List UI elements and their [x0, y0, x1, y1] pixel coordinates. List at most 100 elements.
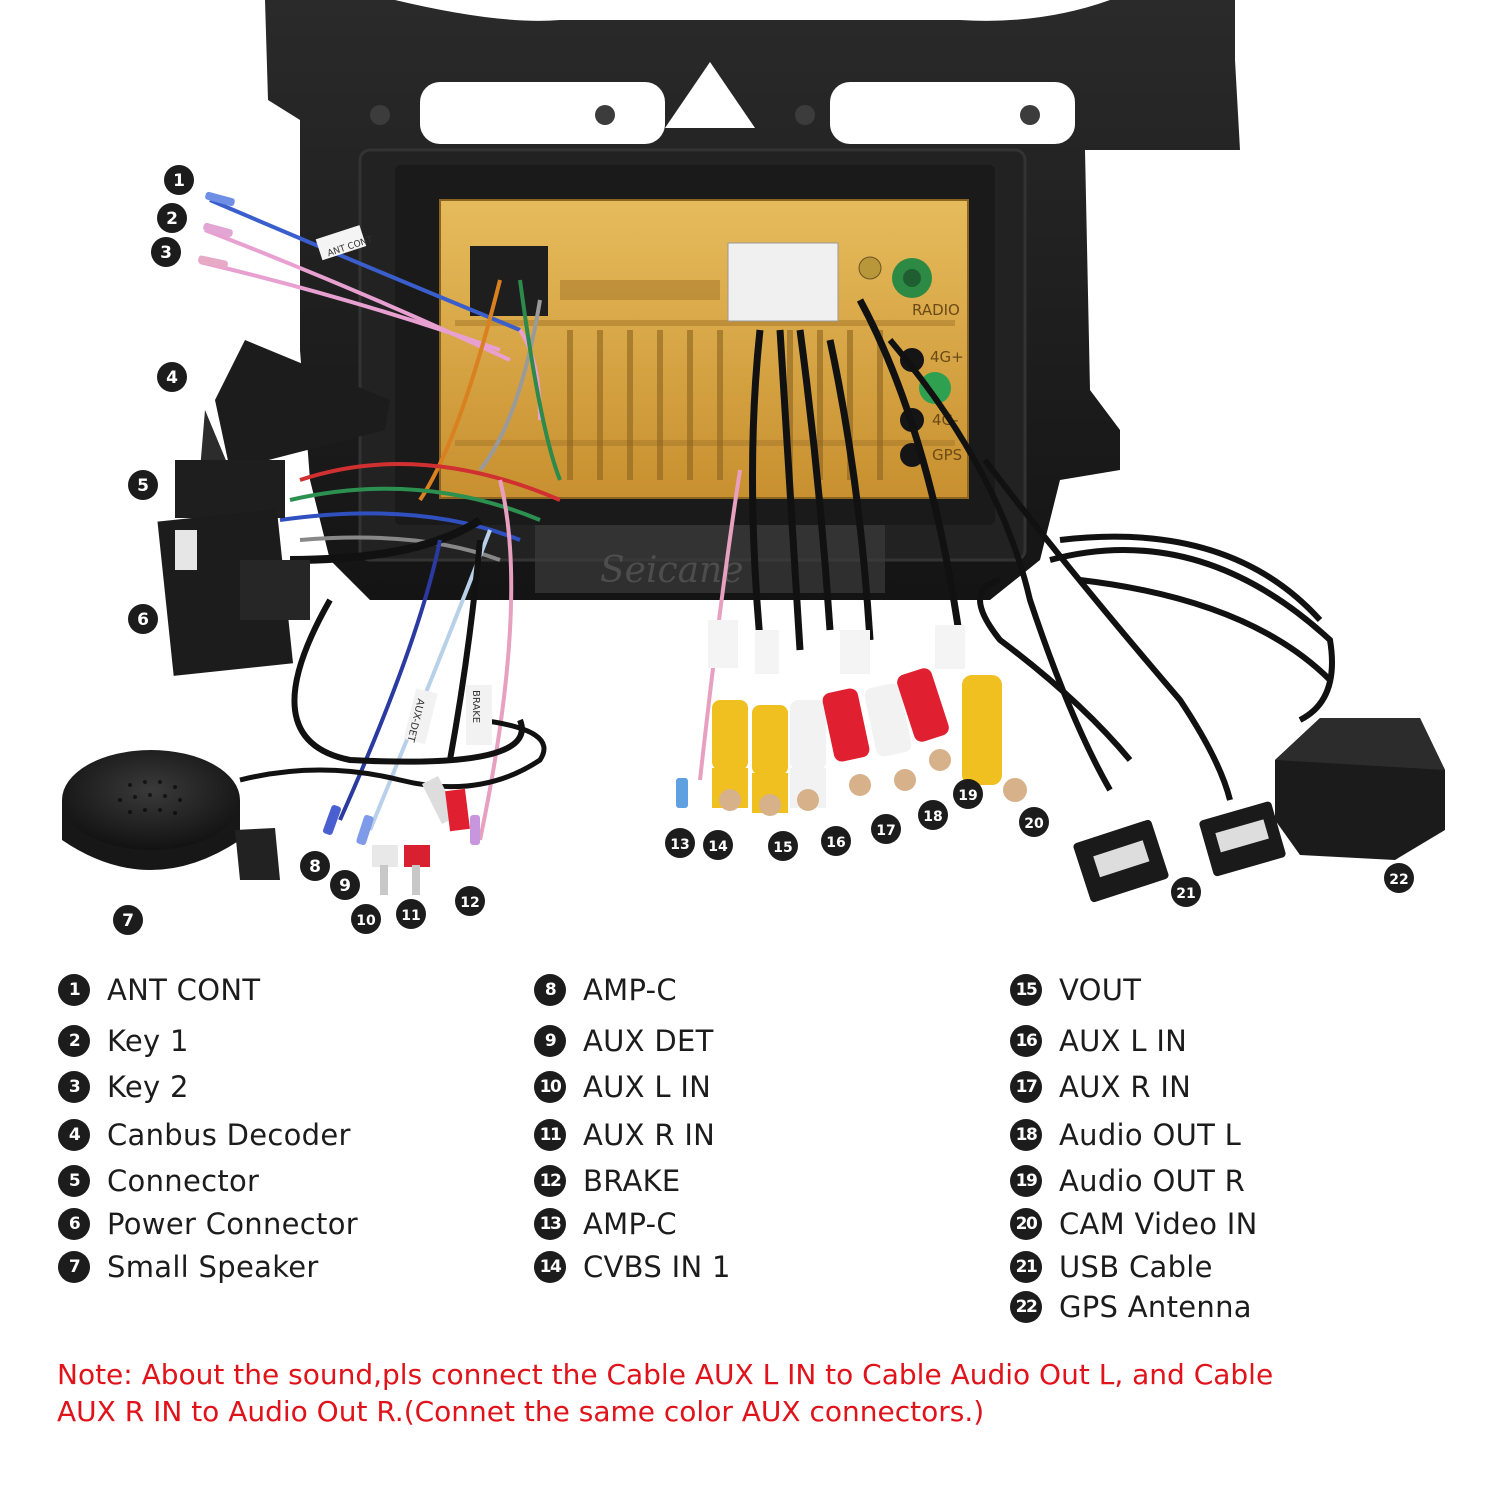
- legend-label: AUX DET: [583, 1024, 714, 1058]
- legend-label: CVBS IN 1: [583, 1250, 731, 1284]
- callout-18: 18: [918, 800, 948, 830]
- svg-text:3: 3: [160, 243, 172, 263]
- legend-item: 16 AUX L IN: [1010, 1024, 1187, 1058]
- wiring-diagram: Seicane RADIO 4G+ 4G- GPS: [62, 0, 1445, 935]
- svg-text:14: 14: [708, 839, 728, 855]
- callout-21: 21: [1171, 877, 1201, 907]
- legend-label: AUX L IN: [1059, 1024, 1188, 1058]
- port-4g-plus-label: 4G+: [930, 348, 964, 366]
- legend-number: 19: [1010, 1165, 1042, 1197]
- legend-label: AUX R IN: [1059, 1070, 1192, 1104]
- rca-left: [372, 775, 470, 895]
- head-unit-housing: RADIO 4G+ 4G- GPS: [439, 199, 969, 499]
- callout-20: 20: [1019, 807, 1049, 837]
- legend-label: Canbus Decoder: [107, 1118, 351, 1152]
- svg-text:19: 19: [958, 788, 977, 804]
- legend-number: 14: [534, 1251, 566, 1283]
- legend-item: 18 Audio OUT L: [1010, 1118, 1241, 1152]
- legend-item: 22 GPS Antenna: [1010, 1290, 1252, 1324]
- legend-item: 14 CVBS IN 1: [534, 1250, 731, 1284]
- legend-label: Power Connector: [107, 1207, 358, 1241]
- legend-label: CAM Video IN: [1059, 1207, 1258, 1241]
- legend-label: USB Cable: [1059, 1250, 1213, 1284]
- legend-number: 16: [1010, 1025, 1042, 1057]
- small-speaker: [62, 750, 280, 880]
- callout-8: 8: [300, 851, 330, 881]
- legend-item: 6 Power Connector: [58, 1207, 358, 1241]
- note-line-2: AUX R IN to Audio Out R.(Connet the same…: [57, 1395, 985, 1428]
- legend-item: 13 AMP-C: [534, 1207, 677, 1241]
- svg-text:16: 16: [826, 835, 845, 851]
- callout-2: 2: [157, 203, 187, 233]
- svg-text:13: 13: [670, 837, 689, 853]
- legend-item: 8 AMP-C: [534, 973, 677, 1007]
- legend-item: 21 USB Cable: [1010, 1250, 1213, 1284]
- wire-harness: [199, 198, 562, 841]
- legend-item: 1 ANT CONT: [58, 973, 260, 1007]
- legend-number: 20: [1010, 1208, 1042, 1240]
- legend-number: 9: [534, 1025, 566, 1057]
- legend-number: 3: [58, 1071, 90, 1103]
- usb-gps-cables: [887, 338, 1335, 801]
- legend-item: 19 Audio OUT R: [1010, 1164, 1245, 1198]
- callout-19: 19: [953, 779, 983, 809]
- legend-number: 8: [534, 974, 566, 1006]
- legend-label: Key 1: [107, 1024, 189, 1058]
- svg-text:20: 20: [1024, 816, 1044, 832]
- legend-number: 15: [1010, 974, 1042, 1006]
- callout-5: 5: [128, 470, 158, 500]
- rca-plugs: [712, 668, 1027, 816]
- legend-item: 17 AUX R IN: [1010, 1070, 1191, 1104]
- callout-4: 4: [157, 362, 187, 392]
- legend-item: 15 VOUT: [1010, 973, 1141, 1007]
- legend-number: 7: [58, 1251, 90, 1283]
- legend-item: 20 CAM Video IN: [1010, 1207, 1258, 1241]
- legend-item: 5 Connector: [58, 1164, 259, 1198]
- port-radio-label: RADIO: [912, 301, 960, 319]
- callout-1: 1: [164, 165, 194, 195]
- legend-item: 4 Canbus Decoder: [58, 1118, 351, 1152]
- callout-12: 12: [455, 886, 485, 916]
- svg-text:1: 1: [173, 171, 185, 191]
- callout-9: 9: [330, 870, 360, 900]
- legend-label: VOUT: [1059, 973, 1142, 1007]
- legend-number: 1: [58, 974, 90, 1006]
- legend-label: Connector: [107, 1164, 260, 1198]
- svg-text:4: 4: [166, 368, 178, 388]
- svg-text:18: 18: [923, 809, 942, 825]
- svg-text:8: 8: [309, 857, 321, 877]
- brand-watermark: Seicane: [600, 550, 744, 591]
- svg-text:11: 11: [401, 908, 420, 924]
- callout-16: 16: [821, 826, 851, 856]
- legend-label: AMP-C: [583, 973, 677, 1007]
- svg-text:21: 21: [1176, 886, 1195, 902]
- svg-text:17: 17: [876, 823, 895, 839]
- svg-text:6: 6: [137, 610, 149, 630]
- legend-number: 13: [534, 1208, 566, 1240]
- sound-connection-note: Note: About the sound,pls connect the Ca…: [57, 1356, 1457, 1430]
- legend-number: 11: [534, 1119, 566, 1151]
- legend-number: 2: [58, 1025, 90, 1057]
- callout-14: 14: [703, 830, 733, 860]
- legend-number: 18: [1010, 1119, 1042, 1151]
- legend-label: ANT CONT: [107, 973, 261, 1007]
- legend-number: 10: [534, 1071, 566, 1103]
- svg-text:9: 9: [339, 876, 351, 896]
- legend-number: 21: [1010, 1251, 1042, 1283]
- svg-text:12: 12: [460, 895, 479, 911]
- legend-label: Audio OUT R: [1059, 1164, 1246, 1198]
- legend-label: BRAKE: [583, 1164, 681, 1198]
- wire-tips: ANT CONT AUX-DET BRAKE: [198, 191, 492, 846]
- callout-3: 3: [151, 237, 181, 267]
- legend-label: AUX R IN: [583, 1118, 716, 1152]
- callout-22: 22: [1384, 863, 1414, 893]
- legend-number: 6: [58, 1208, 90, 1240]
- note-line-1: Note: About the sound,pls connect the Ca…: [57, 1358, 1274, 1391]
- legend-number: 5: [58, 1165, 90, 1197]
- usb-connectors: [1073, 801, 1286, 903]
- svg-text:5: 5: [137, 476, 149, 496]
- brake-tag: BRAKE: [470, 690, 481, 723]
- callout-15: 15: [768, 831, 798, 861]
- svg-text:15: 15: [773, 840, 792, 856]
- legend-label: AMP-C: [583, 1207, 677, 1241]
